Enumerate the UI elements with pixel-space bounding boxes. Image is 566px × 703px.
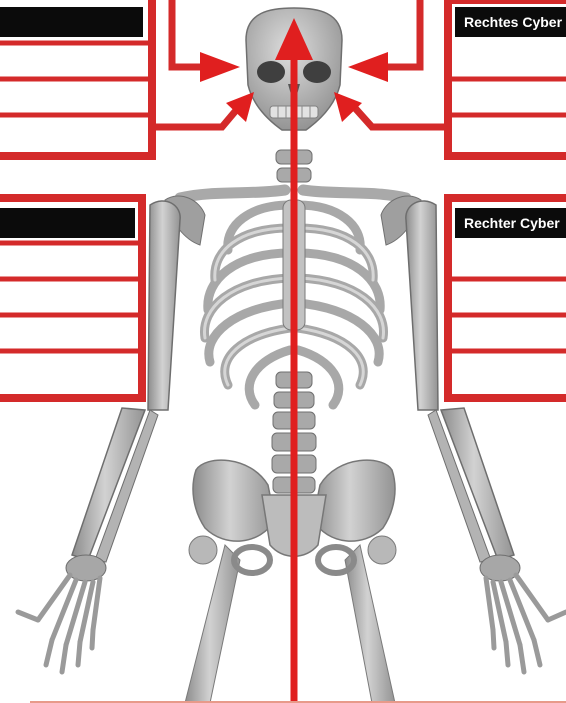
left-head-panel-title xyxy=(0,7,143,37)
arrow-left-icon xyxy=(348,52,388,82)
right-head-panel-title: Rechtes Cyber xyxy=(455,7,566,37)
arrow-right-icon xyxy=(200,52,240,82)
right-arm-panel-title: Rechter Cyber xyxy=(455,208,566,238)
left-arm-panel-title xyxy=(0,208,135,238)
